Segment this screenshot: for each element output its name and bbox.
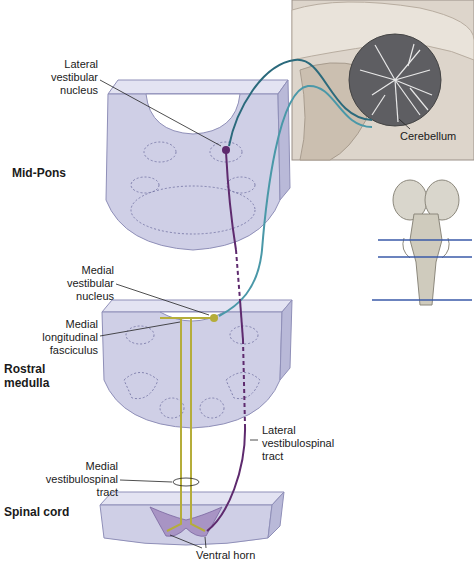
illustration-part	[131, 186, 255, 234]
illustration-part	[160, 317, 181, 319]
illustration-part	[372, 95, 385, 115]
illustration-part	[167, 318, 212, 531]
illustration-part	[372, 299, 472, 301]
illustration-part	[144, 142, 176, 162]
illustration-part	[240, 300, 243, 340]
illustration-part	[278, 80, 290, 200]
illustration-part	[227, 177, 255, 193]
illustration-part	[106, 94, 280, 250]
structure-label: Cerebellum	[400, 130, 470, 143]
illustration-part	[229, 60, 372, 146]
illustration-part	[292, 0, 474, 160]
section-heading: Rostral medulla	[4, 362, 76, 390]
brainstem-icon	[372, 180, 472, 305]
illustration-part	[395, 80, 398, 122]
illustration-part	[395, 80, 420, 115]
illustration-part	[108, 80, 288, 94]
illustration-part	[360, 44, 432, 122]
medial-vestibulospinal-tract	[120, 318, 212, 531]
illustration-part	[173, 478, 199, 486]
illustration-part	[349, 34, 441, 126]
illustration-part	[403, 238, 449, 258]
illustration-part	[410, 214, 442, 305]
illustration-part	[146, 94, 240, 134]
lateral-vestibulospinal-tract	[207, 152, 258, 531]
illustration-part	[410, 88, 428, 110]
section-heading: Mid-Pons	[12, 166, 92, 180]
pons-section	[100, 80, 290, 250]
illustration-part	[131, 177, 159, 193]
leader-line	[116, 284, 209, 315]
cerebellar-fibers	[219, 60, 372, 316]
illustration-part	[100, 505, 272, 545]
nucleus-label: Lateral vestibular nucleus	[28, 58, 98, 97]
leader-line	[250, 440, 258, 441]
illustration-part	[226, 152, 236, 250]
leader-line	[100, 80, 221, 146]
tract-label: Medial vestibulospinal tract	[30, 460, 118, 499]
structure-label: Ventral horn	[196, 549, 276, 562]
nucleus-label: Medial vestibular nucleus	[40, 264, 114, 303]
illustration-part	[236, 250, 240, 300]
tract-label: Lateral vestibulospinal tract	[262, 424, 352, 463]
section-heading: Spinal cord	[4, 505, 88, 519]
illustration-part	[268, 492, 284, 538]
tract-label: Medial longitudinal fasciculus	[20, 318, 98, 357]
illustration-part	[243, 340, 245, 426]
illustration-part	[150, 507, 222, 536]
illustration-part	[360, 70, 395, 80]
illustration-part	[280, 300, 292, 380]
illustration-part	[378, 239, 472, 241]
brain-inset	[292, 0, 474, 160]
illustration-part	[207, 426, 245, 531]
illustration-part	[395, 70, 430, 80]
illustration-part	[205, 537, 206, 548]
illustration-part	[131, 142, 255, 234]
illustration-part	[200, 398, 224, 418]
leader-line	[100, 322, 180, 336]
leader-line	[120, 480, 172, 482]
illustration-part	[378, 256, 472, 258]
illustration-part	[124, 373, 158, 399]
leader-lines	[170, 535, 206, 548]
illustration-part	[408, 44, 414, 66]
illustration-part	[170, 535, 202, 548]
medulla-section	[100, 284, 292, 428]
illustration-part	[102, 300, 292, 312]
illustration-part	[181, 318, 205, 531]
illustration-part	[219, 86, 372, 316]
leader-line	[399, 119, 410, 129]
